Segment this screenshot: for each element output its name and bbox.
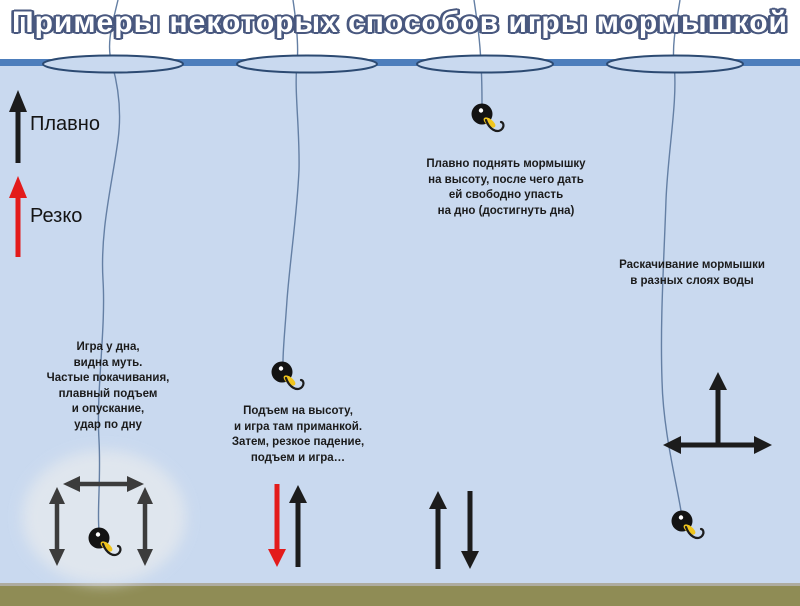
bottom-edge-line xyxy=(0,583,800,586)
smooth-up-arrow-icon xyxy=(9,90,27,163)
technique-caption-lift-play-sharp-drop: Подъем на высоту, и игра там приманкой. … xyxy=(231,405,365,464)
legend-sharp-label: Резко xyxy=(30,205,83,227)
up-down-arrow-icon xyxy=(49,487,65,566)
bottom-ground xyxy=(0,586,800,606)
ice-band xyxy=(0,59,800,66)
technique-caption-play-at-bottom: Игра у дна, видна муть. Частые покачиван… xyxy=(46,341,170,431)
down-arrow-icon xyxy=(461,491,479,569)
jig-icon xyxy=(270,360,305,391)
ice-hole xyxy=(236,54,378,74)
ice-hole xyxy=(42,54,184,74)
t-shaped-arrows-icon xyxy=(663,372,772,454)
left-right-arrow-icon xyxy=(63,476,144,492)
jig-icon xyxy=(670,509,705,540)
jig-icon xyxy=(470,102,505,133)
up-down-arrow-icon xyxy=(137,487,153,566)
fishing-line xyxy=(282,0,300,363)
page-title: Примеры некоторых способов игры мормышко… xyxy=(12,6,788,39)
technique-caption-swing-in-layers: Раскачивание мормышки в разных слоях вод… xyxy=(619,259,765,287)
up-arrow-icon xyxy=(289,485,307,567)
legend-smooth-label: Плавно xyxy=(30,113,100,135)
ice-hole xyxy=(606,54,744,74)
mud-cloud-icon xyxy=(22,450,186,584)
sharp-up-arrow-icon xyxy=(9,176,27,257)
sharp-down-arrow-icon xyxy=(268,484,286,567)
technique-caption-smooth-lift-free-fall: Плавно поднять мормышку на высоту, после… xyxy=(426,158,586,217)
up-arrow-icon xyxy=(429,491,447,569)
fishing-line xyxy=(660,0,682,512)
ice-hole xyxy=(416,54,554,74)
